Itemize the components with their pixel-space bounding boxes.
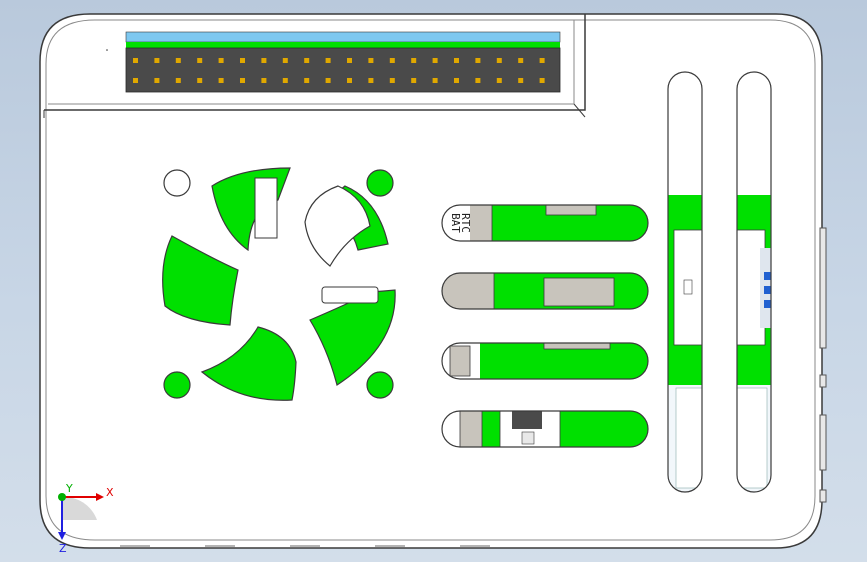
- header-pin: [325, 58, 331, 63]
- header-pin: [261, 78, 267, 83]
- header-pin: [496, 78, 502, 83]
- header-pin: [475, 78, 481, 83]
- case-right-ports: [819, 227, 827, 503]
- header-pin: [539, 58, 545, 63]
- header-pin: [518, 78, 524, 83]
- vent-slot-4: [441, 410, 649, 448]
- coordinate-triad: X Z Y: [58, 482, 114, 555]
- header-pin: [325, 78, 331, 83]
- header-pin: [454, 58, 459, 63]
- header-pin: [518, 58, 524, 63]
- header-pin: [133, 78, 138, 83]
- header-pin: [282, 58, 288, 63]
- header-pin: [368, 78, 374, 83]
- vent-slot-2: [441, 272, 649, 310]
- header-pin: [282, 78, 288, 83]
- header-pin: [133, 58, 138, 63]
- z-axis-label: Z: [59, 542, 67, 555]
- vent-slot-vertical-2: [736, 71, 772, 493]
- vent-slot-3: [441, 342, 649, 380]
- header-pin: [240, 78, 245, 83]
- rtc-silkscreen: RTC: [459, 213, 472, 233]
- header-pin: [347, 78, 352, 83]
- x-axis-label: X: [106, 486, 114, 499]
- header-pin: [368, 58, 374, 63]
- header-pin: [197, 58, 203, 63]
- gpio-header-recess: [43, 14, 586, 118]
- header-pin: [539, 78, 545, 83]
- header-pin: [475, 58, 481, 63]
- header-pin: [411, 78, 417, 83]
- header-pin: [175, 78, 181, 83]
- header-pin: [240, 58, 245, 63]
- header-pin: [496, 58, 502, 63]
- header-pin: [389, 78, 395, 83]
- vent-slot-1: RTC BAT: [441, 204, 649, 242]
- header-pin: [218, 58, 224, 63]
- header-pin: [154, 78, 160, 83]
- header-pin: [411, 58, 417, 63]
- bat-silkscreen: BAT: [449, 213, 462, 233]
- header-pin: [261, 58, 267, 63]
- header-pin: [304, 58, 310, 63]
- header-pin: [197, 78, 203, 83]
- header-pin: [304, 78, 310, 83]
- y-axis-label: Y: [65, 482, 73, 495]
- header-pin: [454, 78, 459, 83]
- header-pin: [347, 58, 352, 63]
- gpio-header-pins: [133, 58, 545, 83]
- header-pin: [432, 58, 438, 63]
- vent-slot-vertical-1: [667, 71, 703, 493]
- fan-vent: [162, 167, 396, 401]
- header-pin: [432, 78, 438, 83]
- header-pin: [389, 58, 395, 63]
- header-pin: [218, 78, 224, 83]
- case-body: [39, 13, 827, 549]
- header-pin: [154, 58, 160, 63]
- header-pin: [175, 58, 181, 63]
